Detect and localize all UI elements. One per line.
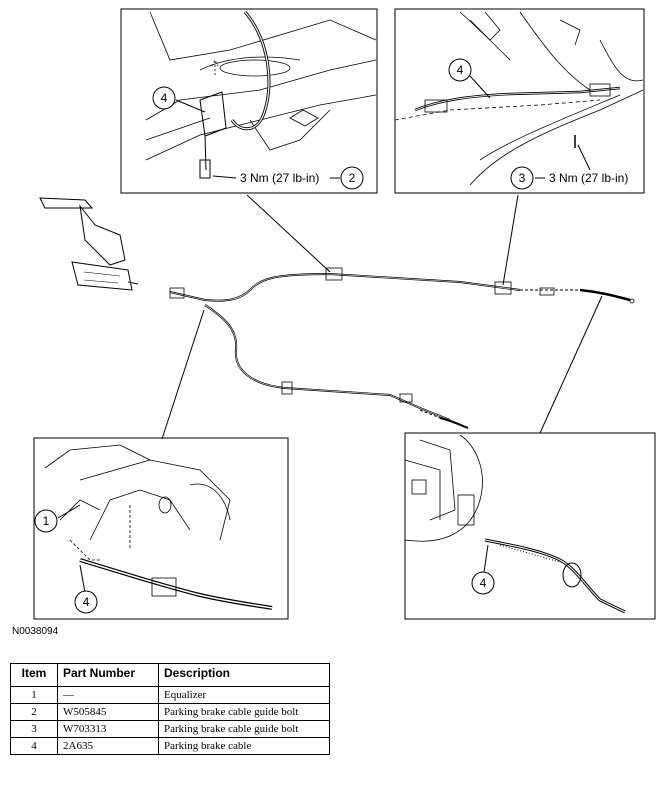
parking-brake-diagram: 4 3 Nm (27 lb-in) 2 4 3 3 Nm (27 lb-in) … — [33, 8, 656, 620]
header-part-number: Part Number — [57, 663, 159, 687]
callout-bottom-left-item-a: 1 — [43, 514, 50, 528]
cell-description: Equalizer — [158, 686, 330, 704]
callout-top-right-ref: 3 — [519, 171, 526, 185]
torque-top-right: 3 Nm (27 lb-in) — [549, 171, 628, 185]
figure-id: N0038094 — [12, 626, 59, 637]
detail-equalizer — [33, 437, 289, 620]
header-description: Description — [158, 663, 330, 687]
cable-overview — [39, 194, 635, 440]
cell-description: Parking brake cable guide bolt — [158, 703, 330, 721]
callout-top-right-item: 4 — [457, 63, 464, 77]
callout-bottom-right-item: 4 — [480, 576, 487, 590]
cell-description: Parking brake cable guide bolt — [158, 720, 330, 738]
detail-guide-bolt-right — [394, 8, 645, 194]
cell-part-number: — — [57, 686, 159, 704]
table-row: 3 W703313 Parking brake cable guide bolt — [10, 720, 330, 738]
cell-part-number: 2A635 — [57, 737, 159, 755]
table-row: 1 — Equalizer — [10, 686, 330, 704]
callout-labels: 4 3 Nm (27 lb-in) 2 4 3 3 Nm (27 lb-in) … — [43, 63, 629, 609]
cell-item: 4 — [10, 737, 58, 755]
callout-top-left-item: 4 — [161, 91, 168, 105]
cell-description: Parking brake cable — [158, 737, 330, 755]
table-header-row: Item Part Number Description — [10, 663, 330, 687]
callout-bottom-left-item-b: 4 — [83, 595, 90, 609]
callout-top-left-ref: 2 — [349, 171, 356, 185]
parts-table: Item Part Number Description 1 — Equaliz… — [10, 663, 330, 755]
header-item: Item — [10, 663, 58, 687]
cell-part-number: W505845 — [57, 703, 159, 721]
table-row: 4 2A635 Parking brake cable — [10, 737, 330, 755]
detail-guide-bolt-left — [120, 8, 378, 194]
table-row: 2 W505845 Parking brake cable guide bolt — [10, 703, 330, 721]
torque-top-left: 3 Nm (27 lb-in) — [240, 171, 319, 185]
cell-item: 3 — [10, 720, 58, 738]
detail-rear-cable-end — [404, 432, 656, 620]
cell-part-number: W703313 — [57, 720, 159, 738]
cell-item: 2 — [10, 703, 58, 721]
cell-item: 1 — [10, 686, 58, 704]
